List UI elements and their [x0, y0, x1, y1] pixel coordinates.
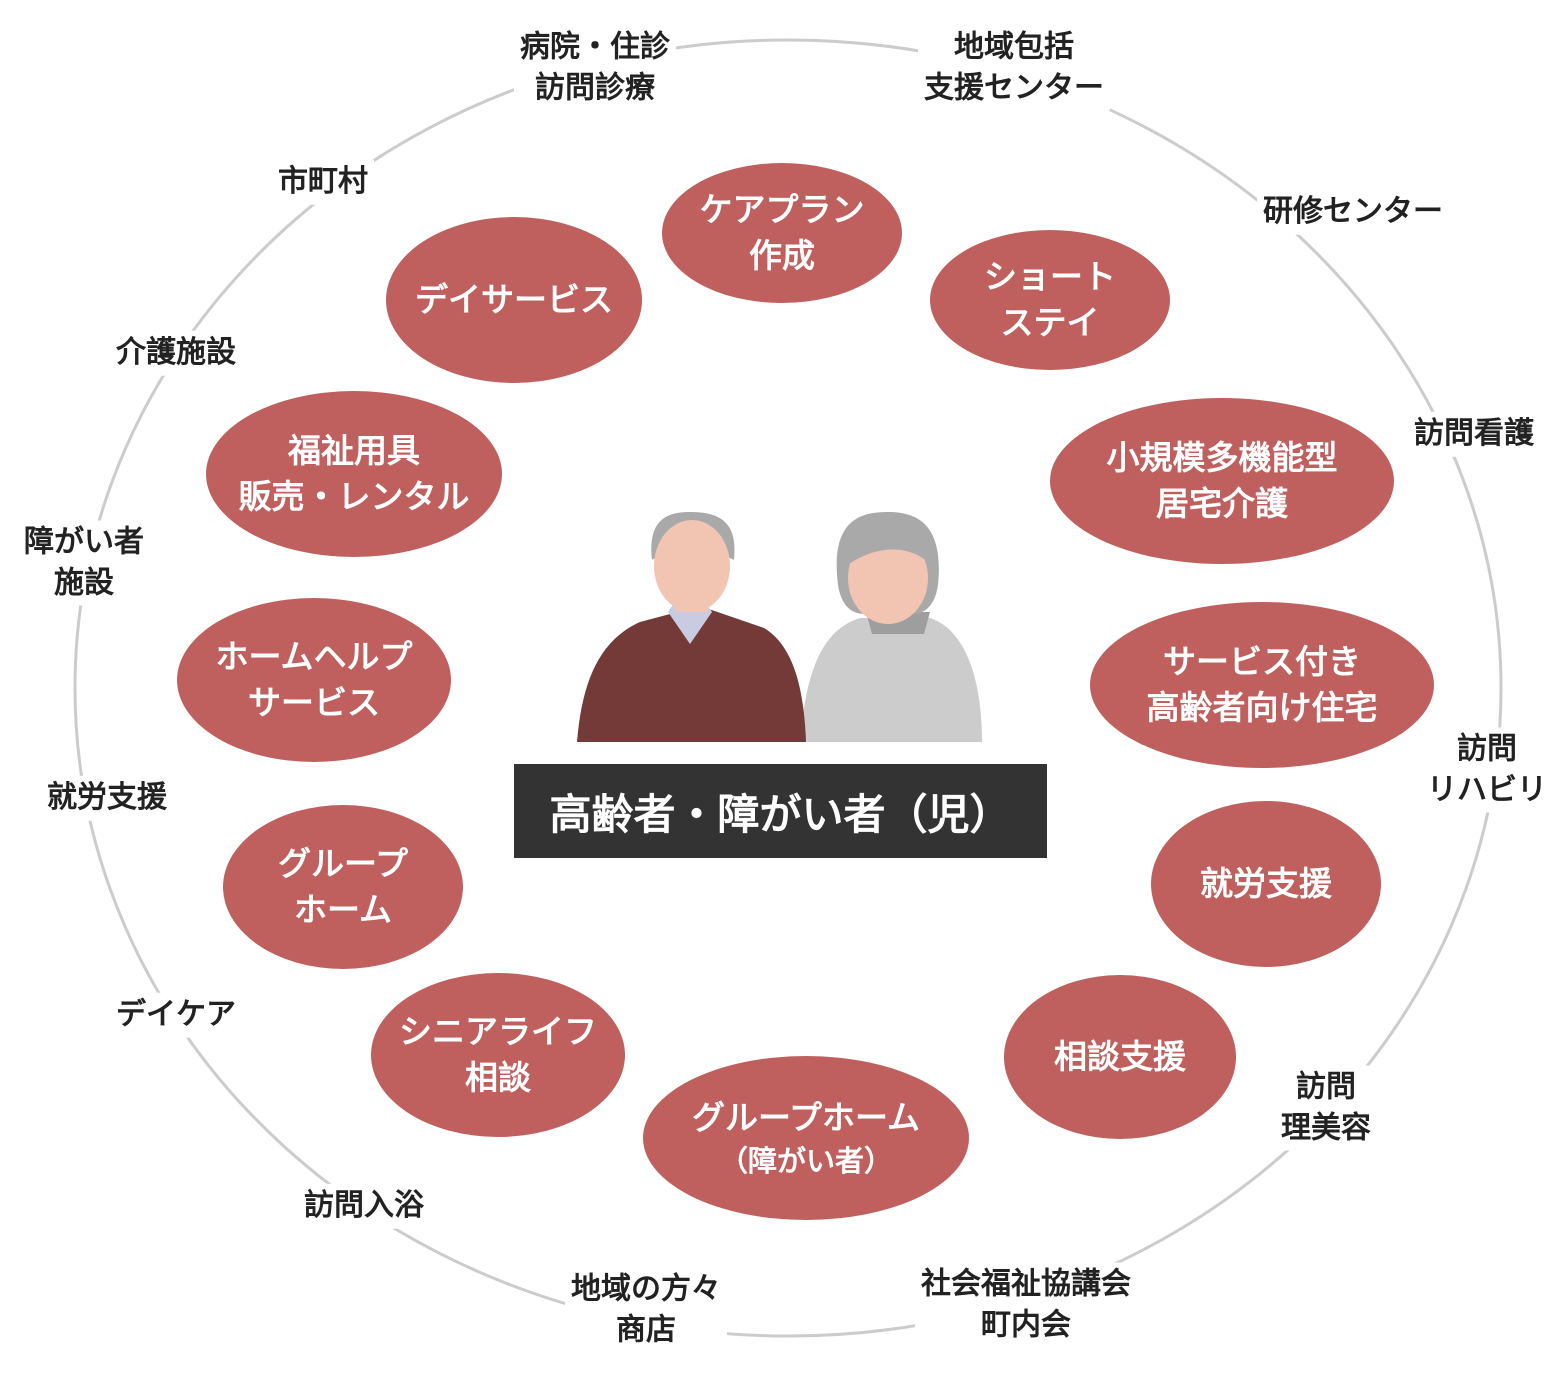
outer-disability-facility-line: 障がい者	[24, 524, 144, 560]
outer-regional-support-center-line: 支援センター	[924, 70, 1104, 105]
outer-care-facility-line: 介護施設	[116, 334, 236, 370]
outer-home-barber-line: 理美容	[1281, 1110, 1371, 1145]
bubble-service-housing-line: サービス付き	[1163, 641, 1361, 681]
outer-ring-ellipse	[73, 38, 1503, 1338]
bubble-group-home-disabled: グループホーム （障がい者）	[643, 1056, 969, 1220]
bubble-welfare-equipment: 福祉用具販売・レンタル	[206, 391, 502, 557]
bubble-short-stay: ショートステイ	[930, 230, 1170, 370]
outer-hospital-line: 訪問診療	[535, 70, 655, 105]
outer-disability-facility: 障がい者施設	[18, 520, 150, 606]
outer-home-barber: 訪問理美容	[1275, 1065, 1377, 1151]
bubble-small-multifunction-line: 小規模多機能型	[1106, 437, 1338, 477]
outer-home-bathing-line: 訪問入浴	[304, 1187, 424, 1223]
bubble-employment-support: 就労支援	[1151, 801, 1381, 967]
outer-regional-support-center-line: 地域包括	[954, 29, 1074, 65]
bubble-senior-life: シニアライフ相談	[371, 973, 625, 1137]
bubble-welfare-equipment-line: 販売・レンタル	[238, 477, 470, 516]
bubble-home-help-line: ホームヘルプ	[215, 636, 413, 676]
outer-home-rehab-line: 訪問	[1457, 731, 1517, 767]
man-hair	[651, 512, 735, 560]
bubble-short-stay-line: ステイ	[1000, 303, 1100, 342]
bubble-group-home-line: ホーム	[293, 890, 392, 929]
outer-hospital-line: 病院・住診	[520, 29, 670, 65]
outer-municipality: 市町村	[272, 159, 374, 205]
outer-training-center-line: 研修センター	[1263, 193, 1443, 229]
bubble-care-plan: ケアプラン作成	[662, 163, 902, 303]
outer-home-bathing: 訪問入浴	[298, 1183, 430, 1229]
outer-local-people: 地域の方々商店	[565, 1267, 727, 1353]
outer-home-barber-line: 訪問	[1296, 1069, 1356, 1105]
outer-disability-facility-line: 施設	[54, 565, 114, 600]
center-label: 高齢者・障がい者（児）	[514, 764, 1047, 858]
bubble-senior-life-line: 相談	[465, 1058, 531, 1097]
bubble-service-housing-line: 高齢者向け住宅	[1146, 688, 1378, 727]
outer-day-care: デイケア	[110, 992, 242, 1038]
bubble-day-service-line: デイサービス	[415, 279, 613, 319]
outer-social-welfare-council-line: 社会福祉協講会	[921, 1266, 1131, 1302]
bubble-consultation-support: 相談支援	[1004, 975, 1236, 1139]
man-neck	[676, 596, 708, 612]
outer-local-people-line: 商店	[616, 1312, 676, 1347]
outer-local-people-line: 地域の方々	[571, 1271, 721, 1307]
outer-employment-support: 就労支援	[41, 775, 173, 821]
outer-home-rehab: 訪問リハビリ	[1421, 727, 1553, 813]
woman-cardigan	[800, 618, 982, 742]
bubble-group-home-disabled-line: （障がい者）	[718, 1143, 893, 1178]
bubble-small-multifunction-line: 居宅介護	[1156, 484, 1288, 523]
man-face	[654, 520, 730, 612]
outer-employment-support-line: 就労支援	[47, 779, 167, 815]
outer-home-nursing: 訪問看護	[1408, 411, 1540, 457]
outer-care-facility: 介護施設	[110, 330, 242, 376]
outer-social-welfare-council: 社会福祉協講会町内会	[915, 1262, 1137, 1348]
woman-face	[848, 532, 928, 624]
bubble-small-multifunction: 小規模多機能型居宅介護	[1050, 398, 1394, 564]
outer-home-rehab-line: リハビリ	[1427, 772, 1547, 807]
outer-training-center: 研修センター	[1257, 189, 1449, 235]
man-sweater	[577, 606, 806, 742]
outer-social-welfare-council-line: 町内会	[981, 1307, 1071, 1342]
bubble-home-help: ホームヘルプサービス	[177, 598, 451, 762]
bubble-group-home-disabled-line: グループホーム	[691, 1097, 921, 1137]
bubble-welfare-equipment-line: 福祉用具	[288, 430, 420, 470]
bubble-service-housing: サービス付き高齢者向け住宅	[1090, 602, 1434, 768]
outer-home-nursing-line: 訪問看護	[1414, 415, 1534, 451]
bubble-home-help-line: サービス	[247, 683, 380, 722]
outer-day-care-line: デイケア	[116, 996, 236, 1032]
bubble-care-plan-line: 作成	[749, 236, 815, 275]
bubble-day-service: デイサービス	[386, 217, 642, 383]
bubble-consultation-support-line: 相談支援	[1054, 1036, 1186, 1076]
bubble-group-home-line: グループ	[277, 843, 409, 883]
bubble-group-home: グループホーム	[223, 805, 463, 969]
outer-regional-support-center: 地域包括支援センター	[918, 25, 1110, 111]
outer-hospital: 病院・住診訪問診療	[514, 25, 676, 111]
bubble-senior-life-line: シニアライフ	[399, 1011, 597, 1051]
bubble-employment-support-line: 就労支援	[1200, 863, 1332, 903]
bubble-care-plan-line: ケアプラン	[699, 189, 865, 229]
outer-municipality-line: 市町村	[278, 163, 368, 199]
woman-bangs	[846, 520, 933, 566]
bubble-short-stay-line: ショート	[984, 256, 1116, 296]
